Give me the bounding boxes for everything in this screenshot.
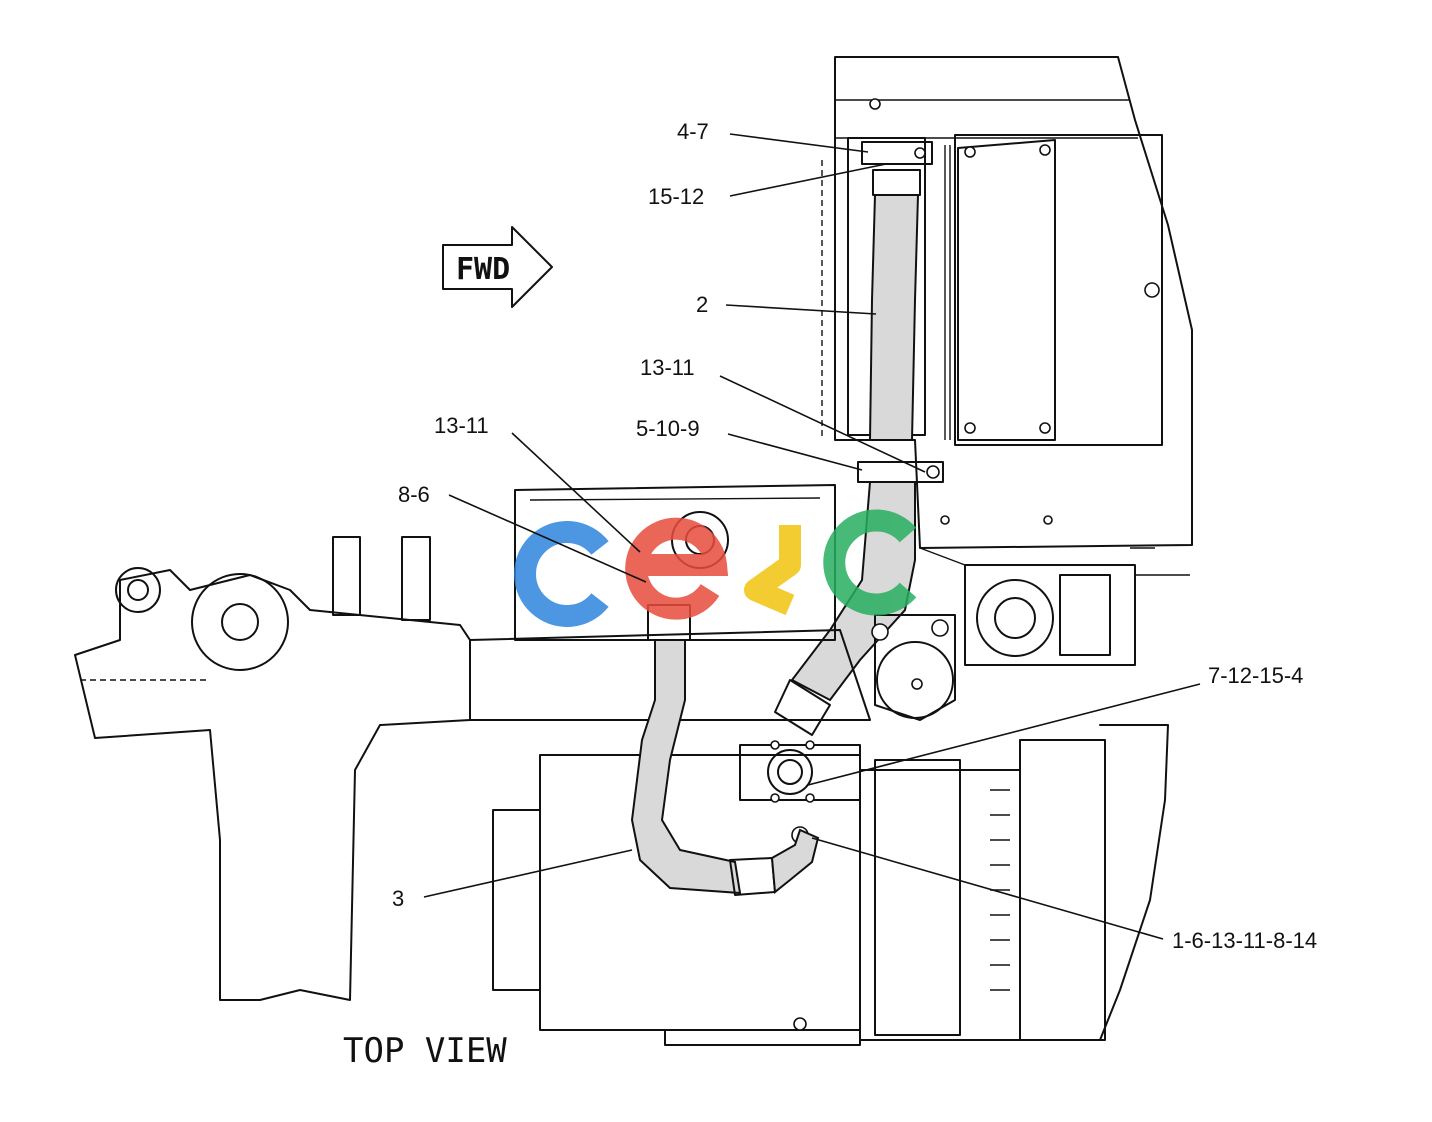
callout-4-7: 4-7	[677, 119, 709, 144]
watermark-logo	[514, 509, 917, 627]
callout-labels: 4-7 15-12 2 13-11 13-11 5-10-9 8-6 7-12-…	[392, 119, 1317, 953]
fwd-label: FWD	[456, 252, 510, 287]
hose-lower	[630, 604, 820, 896]
callout-3: 3	[392, 886, 404, 911]
callout-1-6-13-11-8-14: 1-6-13-11-8-14	[1172, 928, 1317, 953]
callout-13-11-upper: 13-11	[640, 355, 695, 380]
callout-15-12: 15-12	[648, 184, 704, 209]
callout-13-11-lower: 13-11	[434, 413, 489, 438]
boom-frame	[74, 536, 871, 1001]
callout-8-6: 8-6	[398, 482, 430, 507]
view-label: TOP VIEW	[343, 1031, 507, 1071]
fwd-arrow: FWD	[442, 226, 553, 308]
leader-lines	[423, 133, 1201, 940]
callout-2: 2	[696, 292, 708, 317]
callout-7-12-15-4: 7-12-15-4	[1208, 663, 1303, 688]
hose-upper	[774, 141, 944, 736]
engine-block	[492, 724, 1169, 1046]
callout-5-10-9: 5-10-9	[636, 416, 700, 441]
